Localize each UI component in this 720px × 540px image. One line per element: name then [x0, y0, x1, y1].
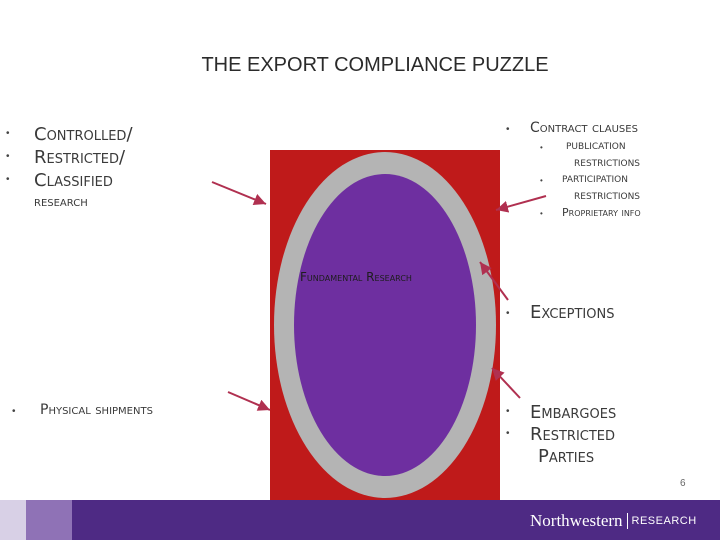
footer-accent-light	[0, 500, 26, 540]
restricted-text: Restricted	[530, 424, 616, 445]
bullet: •	[6, 128, 10, 139]
bullet: •	[506, 124, 510, 135]
footer-bar	[0, 500, 720, 540]
arrow-contract	[495, 195, 547, 213]
embargoes-text: Embargoes	[530, 402, 617, 423]
publication-text: publication	[566, 138, 626, 153]
parties-text: Parties	[538, 446, 595, 467]
page-number: 6	[680, 478, 686, 489]
slide-title: THE EXPORT COMPLIANCE PUZZLE	[201, 54, 549, 76]
arrow-controlled	[211, 181, 267, 206]
fundamental-research-label: Fundamental Research	[300, 270, 412, 284]
bullet: •	[506, 406, 510, 417]
contract-clauses-heading: Contract clauses	[530, 120, 638, 136]
logo-divider	[626, 513, 628, 529]
bullet: •	[506, 308, 510, 319]
publication-restrictions-text: restrictions	[574, 155, 641, 170]
bullet: •	[506, 428, 510, 439]
participation-text: participation	[562, 171, 628, 186]
research-text: research	[34, 194, 88, 210]
arrow-shipments	[227, 391, 271, 411]
physical-shipments-text: Physical shipments	[40, 402, 153, 418]
logo-sub-text: RESEARCH	[631, 515, 697, 527]
purple-circle	[294, 174, 476, 476]
logo-main-text: Northwestern	[530, 511, 623, 530]
proprietary-info-text: Proprietary info	[562, 206, 641, 219]
bullet: •	[540, 209, 543, 218]
northwestern-logo: Northwestern RESEARCH	[530, 510, 697, 532]
bullet: •	[6, 151, 10, 162]
bullet: •	[12, 406, 16, 417]
participation-restrictions-text: restrictions	[574, 188, 641, 203]
controlled-text: Controlled/	[34, 124, 133, 145]
arrow-embargoes	[491, 367, 521, 399]
bullet: •	[540, 176, 543, 185]
footer-accent-mid	[26, 500, 72, 540]
bullet: •	[540, 143, 543, 152]
arrow-exceptions	[479, 261, 509, 301]
classified-text: Classified	[34, 170, 113, 191]
exceptions-text: Exceptions	[530, 302, 615, 323]
restricted-text: Restricted/	[34, 147, 126, 168]
bullet: •	[6, 174, 10, 185]
